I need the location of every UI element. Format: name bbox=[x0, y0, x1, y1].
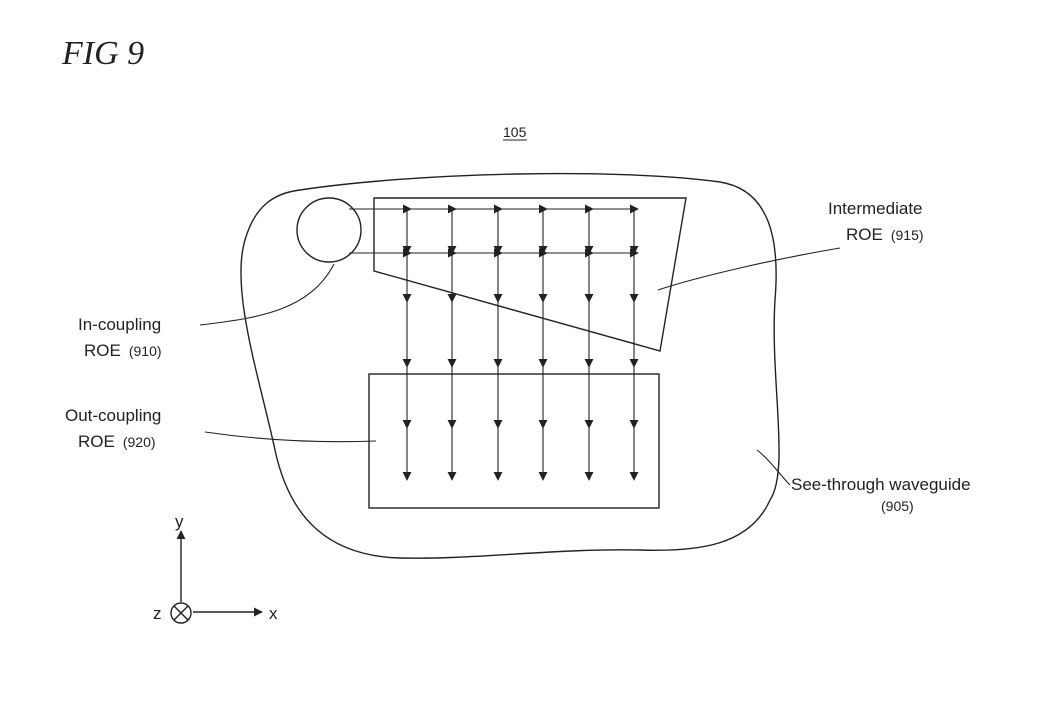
z-axis-into-page-icon bbox=[170, 602, 192, 624]
intermediate-roe-label-line2: ROE (915) bbox=[846, 225, 924, 244]
horizontal-rays bbox=[349, 204, 639, 258]
z-axis-label: z bbox=[153, 604, 162, 623]
in-coupling-roe bbox=[296, 197, 362, 263]
z-axis-cross-2 bbox=[173, 605, 189, 621]
waveguide-leader bbox=[756, 449, 791, 486]
waveguide-label-ref: (905) bbox=[881, 498, 914, 514]
out-coupling-roe-label-line2: ROE (920) bbox=[78, 432, 156, 451]
reference-number: 105 bbox=[503, 124, 527, 140]
in-coupling-roe-label-line2: ROE (910) bbox=[84, 341, 162, 360]
y-axis-label: y bbox=[175, 512, 184, 531]
intermediate-roe bbox=[373, 197, 687, 352]
out-coupling-roe-leader bbox=[204, 431, 377, 443]
intermediate-roe-leader bbox=[657, 247, 841, 291]
out-coupling-roe bbox=[368, 373, 660, 509]
intermediate-roe-label-line1: Intermediate bbox=[828, 199, 923, 218]
waveguide-label-line1: See-through waveguide bbox=[791, 475, 971, 494]
in-coupling-roe-label-line1: In-coupling bbox=[78, 315, 161, 334]
see-through-waveguide bbox=[240, 172, 780, 559]
in-coupling-roe-leader bbox=[199, 263, 335, 326]
figure-title: FIG 9 bbox=[61, 35, 144, 72]
vertical-rays bbox=[402, 209, 639, 481]
out-coupling-roe-label-line1: Out-coupling bbox=[65, 406, 161, 425]
x-axis-label: x bbox=[269, 604, 278, 623]
